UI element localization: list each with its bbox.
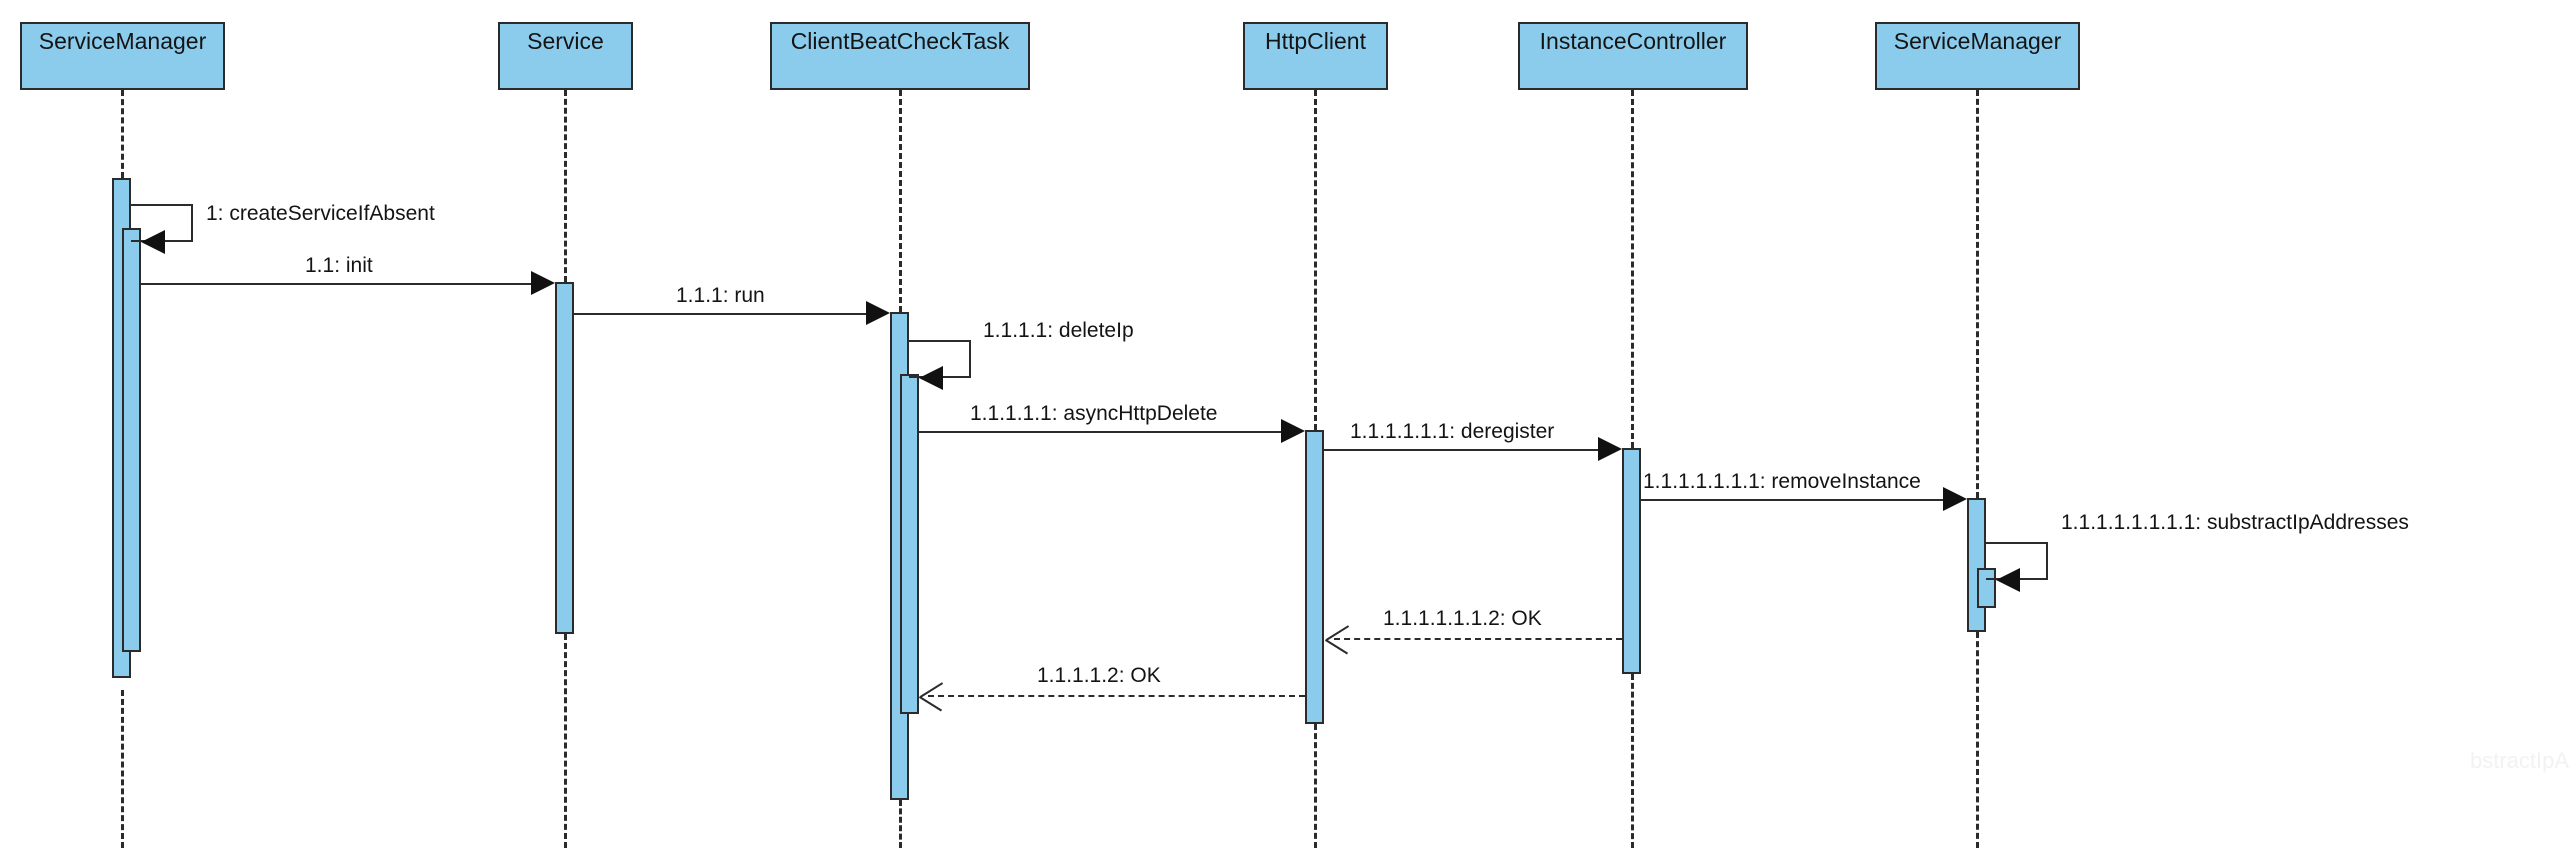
watermark-text: bstractIpA bbox=[2470, 748, 2570, 773]
activation-httpclient[interactable] bbox=[1305, 430, 1324, 724]
lifeline-instancecontroller-upper bbox=[1631, 90, 1634, 448]
lifeline-servicemanager-right-lower bbox=[1976, 632, 1979, 848]
message-line-removeinstance bbox=[1641, 499, 1943, 501]
lifeline-label: ServiceManager bbox=[38, 28, 207, 54]
lifeline-head-clientbeatchecktask[interactable]: ClientBeatCheckTask bbox=[770, 22, 1030, 90]
message-label-deregister: 1.1.1.1.1.1: deregister bbox=[1350, 420, 1555, 443]
lifeline-label: ClientBeatCheckTask bbox=[790, 28, 1010, 54]
lifeline-label: Service bbox=[527, 28, 604, 54]
lifeline-label: ServiceManager bbox=[1893, 28, 2062, 54]
message-line-return-ok-httpclient bbox=[928, 695, 1305, 697]
lifeline-head-servicemanager-left[interactable]: ServiceManager bbox=[20, 22, 225, 90]
lifeline-clientbeatchecktask-lower bbox=[899, 800, 902, 848]
lifeline-head-instancecontroller[interactable]: InstanceController bbox=[1518, 22, 1748, 90]
message-label-return-ok-instancecontroller: 1.1.1.1.1.1.2: OK bbox=[1383, 607, 1542, 630]
lifeline-service-lower bbox=[564, 634, 567, 848]
lifeline-clientbeatchecktask-upper bbox=[899, 90, 902, 312]
activation-clientbeatchecktask-nested[interactable] bbox=[900, 374, 919, 714]
message-label-run: 1.1.1: run bbox=[676, 284, 765, 307]
arrowhead-removeinstance bbox=[1943, 487, 1967, 511]
activation-servicemanager-left-nested[interactable] bbox=[122, 228, 141, 652]
arrowhead-substractipaddresses bbox=[1996, 568, 2020, 592]
message-label-create-service-if-absent: 1: createServiceIfAbsent bbox=[206, 202, 435, 225]
arrowhead-asynchttpdelete bbox=[1281, 419, 1305, 443]
message-label-substract-ip-addresses: 1.1.1.1.1.1.1.1: substractIpAddresses bbox=[2061, 511, 2409, 534]
activation-servicemanager-right-outer[interactable] bbox=[1967, 498, 1986, 632]
lifeline-httpclient-upper bbox=[1314, 90, 1317, 430]
message-line-return-ok-instancecontroller bbox=[1334, 638, 1622, 640]
arrowhead-init bbox=[531, 271, 555, 295]
lifeline-httpclient-lower bbox=[1314, 724, 1317, 848]
message-label-async-http-delete: 1.1.1.1.1: asyncHttpDelete bbox=[970, 402, 1218, 425]
arrowhead-deregister bbox=[1598, 437, 1622, 461]
message-label-init: 1.1: init bbox=[305, 254, 373, 277]
lifeline-head-service[interactable]: Service bbox=[498, 22, 633, 90]
activation-service[interactable] bbox=[555, 282, 574, 634]
message-line-asynchttpdelete bbox=[919, 431, 1281, 433]
lifeline-service-upper bbox=[564, 90, 567, 282]
lifeline-servicemanager-left-upper bbox=[121, 90, 124, 178]
message-label-return-ok-httpclient: 1.1.1.1.2: OK bbox=[1037, 664, 1161, 687]
lifeline-label: HttpClient bbox=[1265, 28, 1366, 54]
lifeline-servicemanager-right-upper bbox=[1976, 90, 1979, 498]
arrowhead-createserviceifabsent bbox=[141, 230, 165, 254]
lifeline-head-httpclient[interactable]: HttpClient bbox=[1243, 22, 1388, 90]
message-label-remove-instance: 1.1.1.1.1.1.1: removeInstance bbox=[1643, 470, 1921, 493]
arrowhead-deleteip bbox=[919, 366, 943, 390]
lifeline-instancecontroller-lower bbox=[1631, 674, 1634, 848]
lifeline-servicemanager-left-lower bbox=[121, 690, 124, 848]
lifeline-head-servicemanager-right[interactable]: ServiceManager bbox=[1875, 22, 2080, 90]
arrowhead-run bbox=[866, 301, 890, 325]
message-label-delete-ip: 1.1.1.1: deleteIp bbox=[983, 319, 1134, 342]
activation-instancecontroller[interactable] bbox=[1622, 448, 1641, 674]
message-line-run bbox=[574, 313, 886, 315]
message-line-deregister bbox=[1324, 449, 1598, 451]
message-line-init bbox=[141, 283, 551, 285]
lifeline-label: InstanceController bbox=[1539, 28, 1727, 54]
